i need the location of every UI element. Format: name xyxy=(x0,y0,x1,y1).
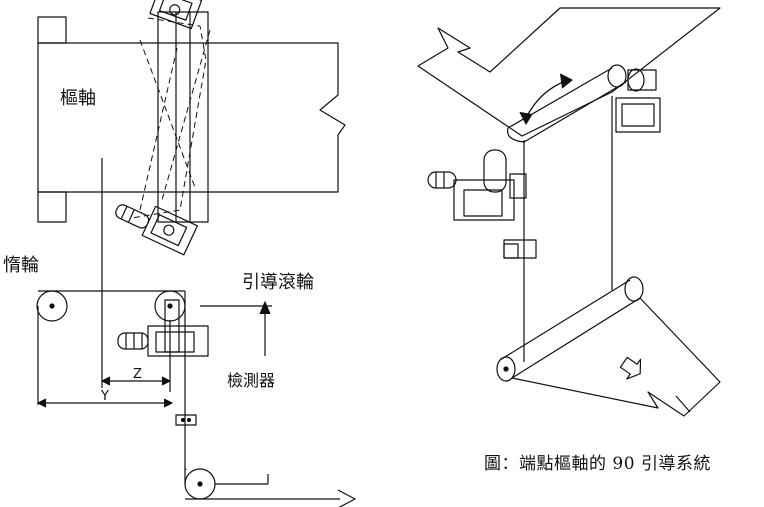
dimension-z xyxy=(101,320,171,392)
pivot-frame-plate xyxy=(37,42,346,193)
label-detector: 檢測器 xyxy=(227,371,275,390)
upper-mount-bracket xyxy=(615,68,661,133)
label-dim-y: Y xyxy=(100,389,109,404)
isometric-guide-system xyxy=(417,7,721,417)
detector-upper-swung xyxy=(149,0,203,30)
pivot-frame-diagram xyxy=(36,0,356,507)
swing-envelope xyxy=(131,17,211,219)
web-out-arrow xyxy=(619,356,642,380)
web-direction-arrow xyxy=(337,489,356,507)
label-idler: 惰輪 xyxy=(3,255,39,276)
detector-assembly-right xyxy=(427,149,527,221)
web-sensor-right xyxy=(503,239,537,259)
detector-lower-swung xyxy=(115,204,198,256)
frame-tab-bottom xyxy=(37,191,67,223)
web-outgoing xyxy=(511,297,721,417)
label-guide-roller: 引導滾輪 xyxy=(242,272,314,293)
label-pivot: 樞軸 xyxy=(60,88,96,109)
web-path xyxy=(37,290,340,500)
frame-tab-top xyxy=(37,16,67,44)
label-dim-z: Z xyxy=(133,367,142,382)
dimension-y xyxy=(37,398,173,408)
upper-pivot-roller xyxy=(506,64,627,143)
web-edge-sensor xyxy=(175,414,197,426)
figure-caption: 圖：端點樞軸的 90 引導系統 xyxy=(484,454,711,474)
detector-mounted xyxy=(117,299,209,357)
lower-roller xyxy=(496,276,644,382)
pivot-guide-plate xyxy=(157,11,209,223)
web-incoming xyxy=(417,7,721,137)
